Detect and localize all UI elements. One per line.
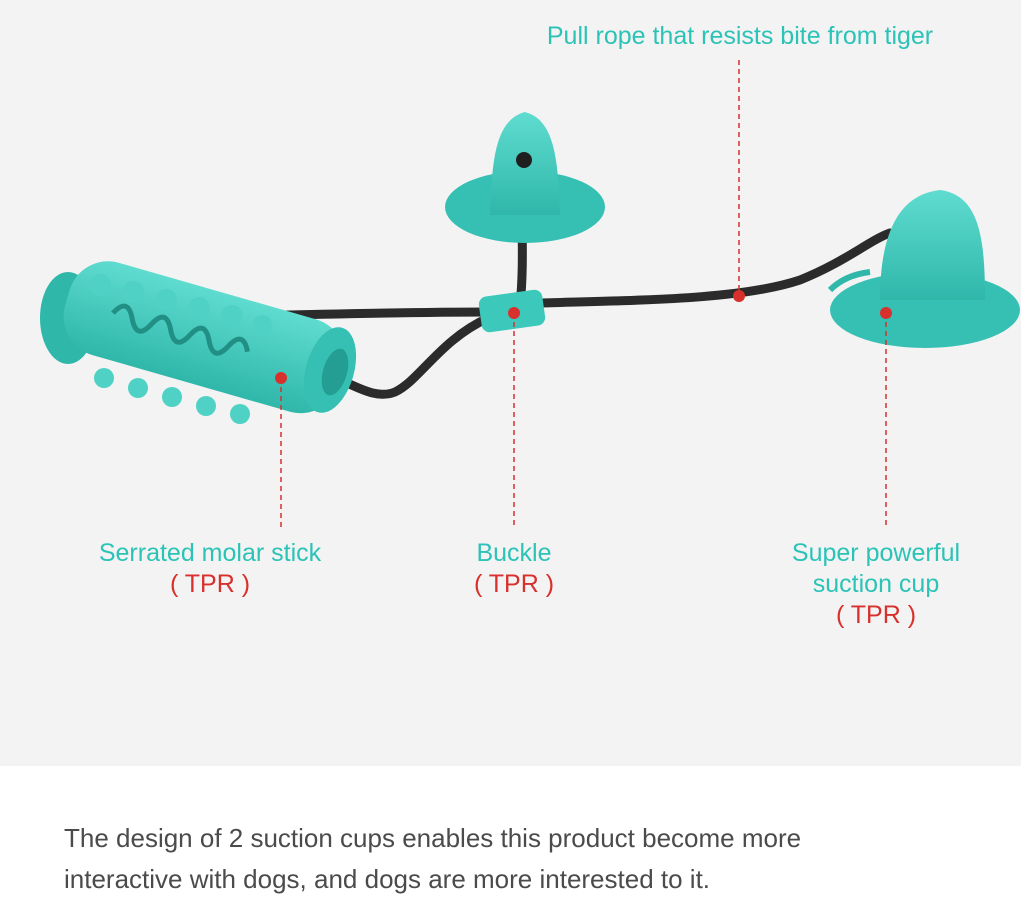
stick-callout: Serrated molar stick ( TPR ) [60, 538, 360, 600]
cup-callout: Super powerful suction cup ( TPR ) [756, 538, 996, 631]
cup-title-line2: suction cup [812, 570, 940, 598]
product-panel: Pull rope that resists bite from tiger S… [0, 0, 1021, 766]
rope-label: Pull rope that resists bite from tiger [546, 22, 934, 50]
buckle-marker-dot [508, 307, 520, 319]
dog-toy-illustration [40, 60, 1020, 527]
product-description: The design of 2 suction cups enables thi… [64, 818, 994, 900]
molar-stick-shape [40, 261, 357, 424]
stick-marker-dot [275, 372, 287, 384]
top-suction-cup-shape [445, 112, 605, 243]
buckle-material: ( TPR ) [473, 570, 555, 598]
cup-title-line1: Super powerful [791, 539, 961, 567]
stick-material: ( TPR ) [169, 570, 251, 598]
rope-marker-dot [733, 290, 745, 302]
cup-marker-dot [880, 307, 892, 319]
right-suction-cup-shape [827, 190, 1020, 348]
buckle-title: Buckle [476, 539, 552, 567]
buckle-callout: Buckle ( TPR ) [414, 538, 614, 600]
description-line1: The design of 2 suction cups enables thi… [64, 823, 802, 853]
description-line2: interactive with dogs, and dogs are more… [64, 864, 711, 894]
stick-title: Serrated molar stick [98, 539, 322, 567]
cup-material: ( TPR ) [835, 601, 917, 629]
